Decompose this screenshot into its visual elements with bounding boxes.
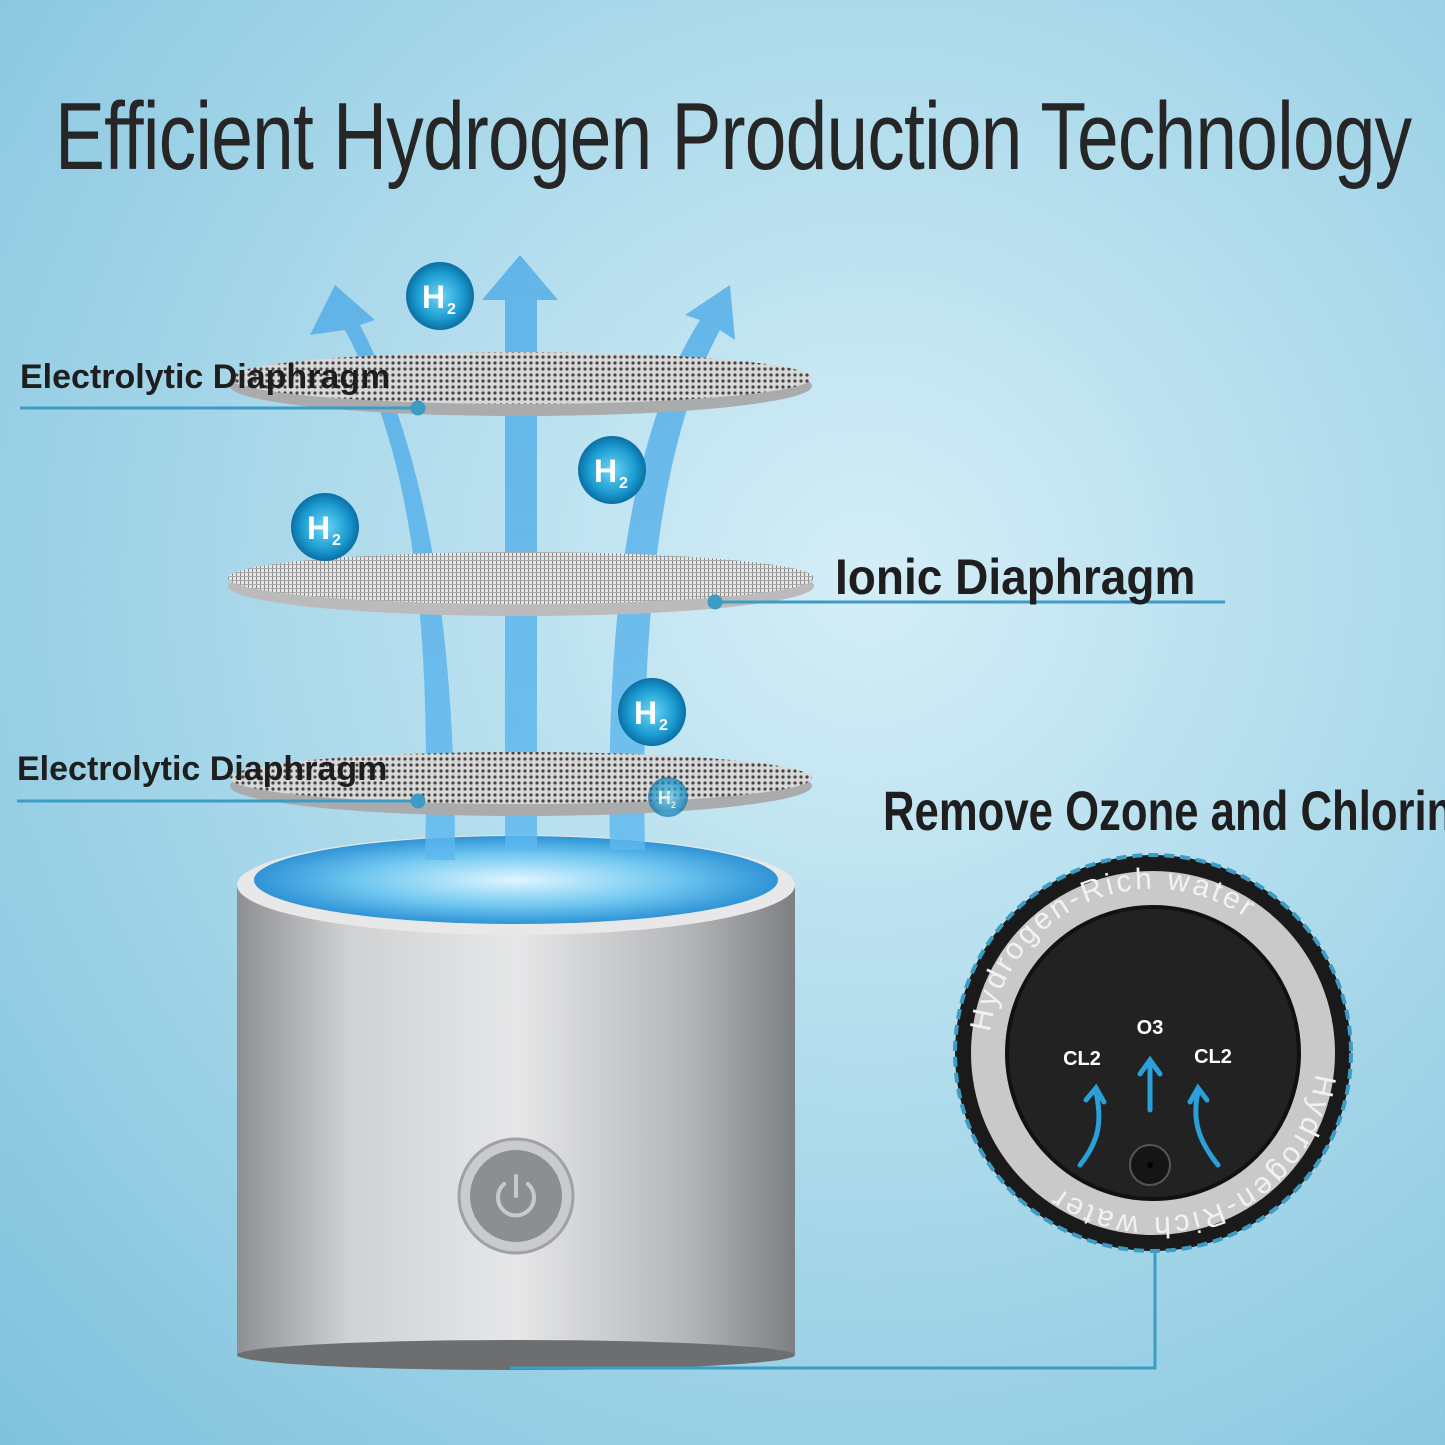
svg-text:2: 2: [659, 717, 668, 734]
svg-text:2: 2: [671, 800, 676, 810]
label-ionic-diaphragm: Ionic Diaphragm: [835, 549, 1196, 605]
label-bottom-electrolytic-diaphragm: Electrolytic Diaphragm: [17, 750, 388, 788]
svg-text:H: H: [422, 279, 445, 315]
label-top-electrolytic-diaphragm: Electrolytic Diaphragm: [20, 358, 391, 396]
svg-text:H: H: [307, 510, 330, 546]
page-title: Efficient Hydrogen Production Technology: [55, 83, 1412, 190]
svg-text:H: H: [594, 453, 617, 489]
gas-label-cl2-left: CL2: [1063, 1048, 1101, 1070]
svg-text:H: H: [634, 695, 657, 731]
power-icon: [496, 1174, 536, 1218]
cap-disc: Hydrogen-Rich water Hydrogen-Rich water …: [953, 853, 1353, 1253]
svg-text:2: 2: [447, 301, 456, 318]
top-diaphragm: [230, 352, 812, 416]
device-body: [237, 835, 795, 1370]
svg-text:H: H: [658, 788, 671, 808]
label-remove-ozone-chlorine: Remove Ozone and Chlorine: [883, 779, 1445, 842]
gas-label-o3: O3: [1137, 1017, 1164, 1039]
svg-text:2: 2: [619, 475, 628, 492]
leader-lines: [17, 400, 1225, 1370]
gas-arrows: [1077, 1055, 1221, 1168]
svg-text:2: 2: [332, 532, 341, 549]
gas-label-cl2-right: CL2: [1194, 1046, 1232, 1068]
power-button[interactable]: [457, 1137, 575, 1255]
middle-diaphragm: [228, 552, 814, 616]
